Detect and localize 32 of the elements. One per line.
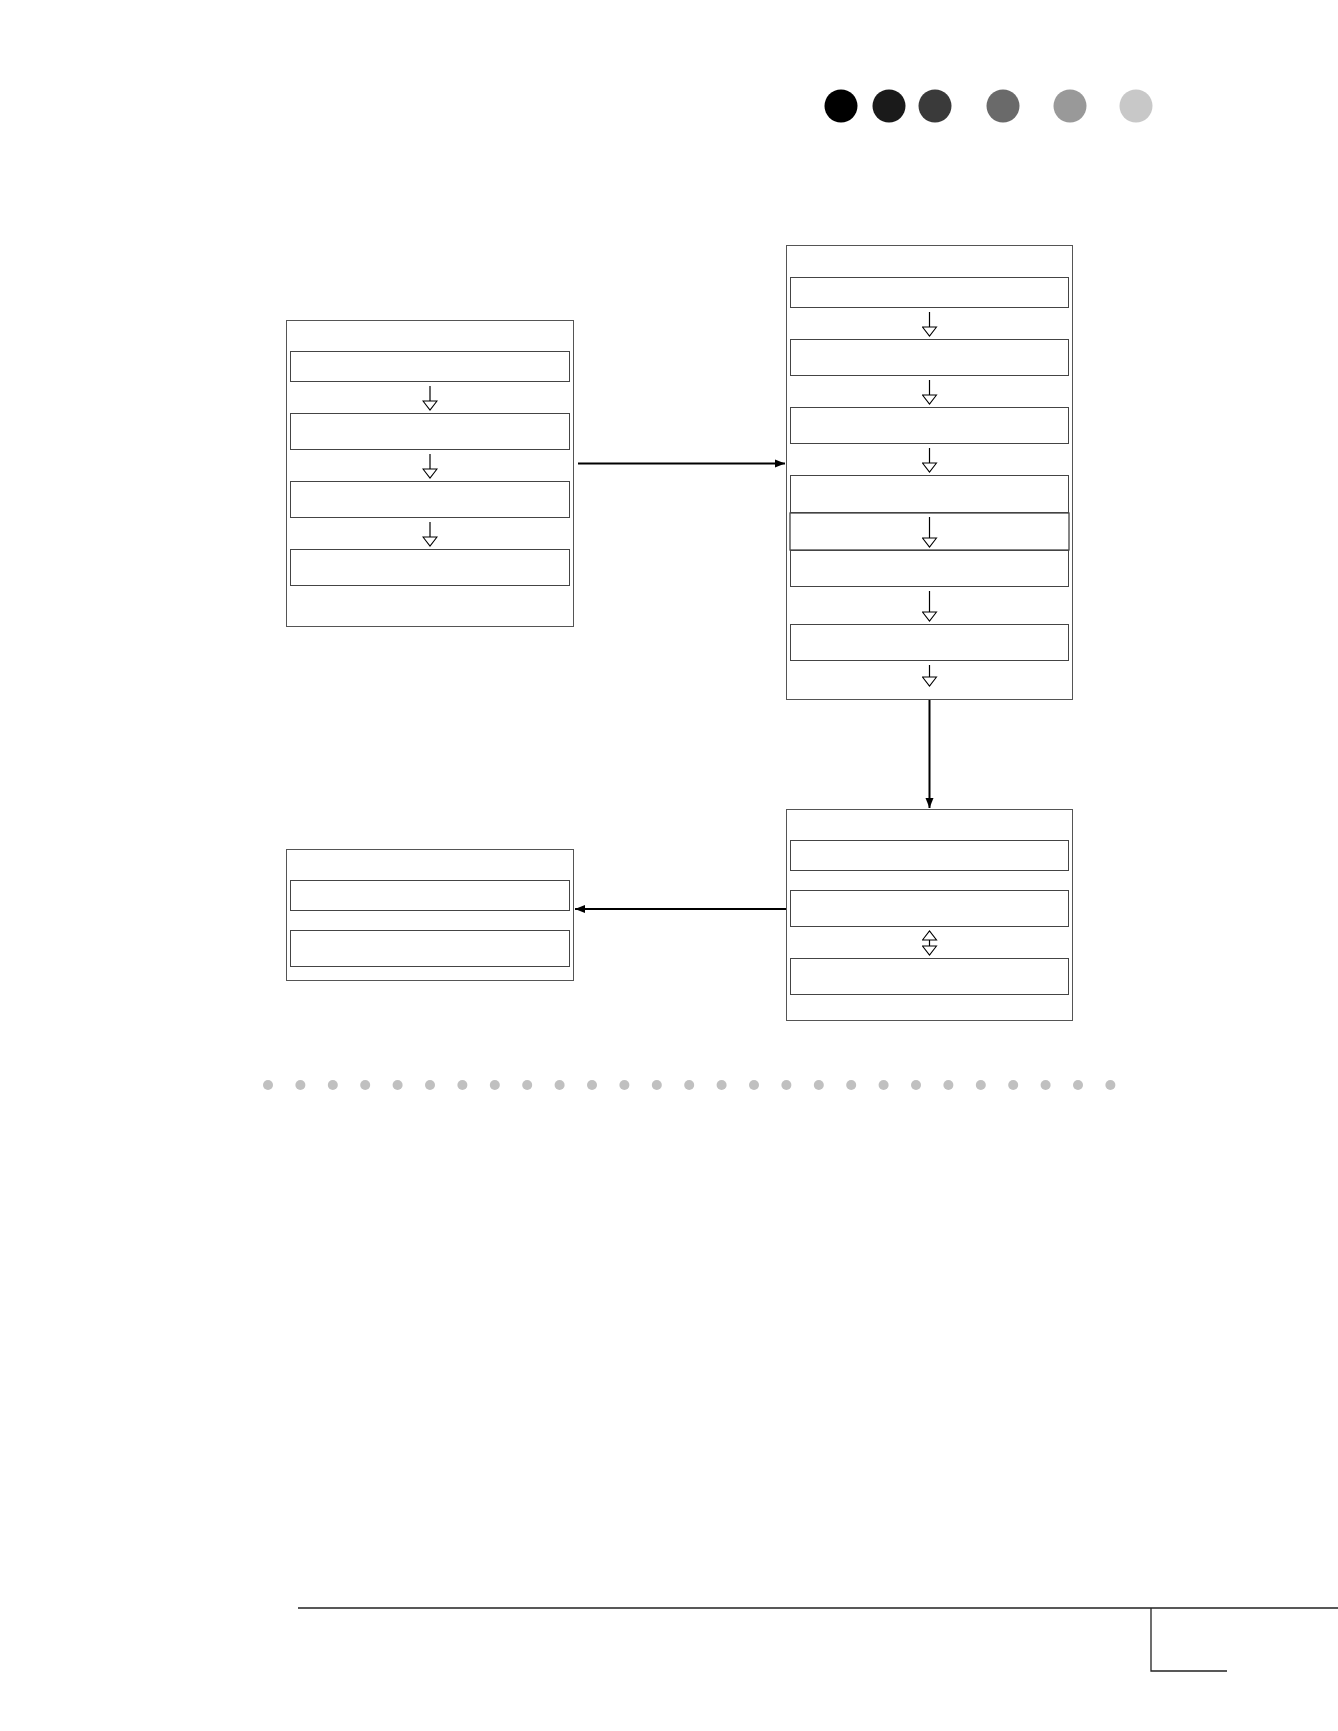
arrow [422,385,438,411]
group-box [786,809,1073,1021]
arrow [921,590,938,622]
arrow [574,905,787,913]
arrow [921,930,938,956]
step-box [789,276,1069,308]
step-box [789,549,1069,587]
arrow [921,311,938,337]
arrow [921,447,938,473]
arrow [422,453,438,479]
arrow [577,459,786,468]
step-box [289,929,570,967]
arrow [925,699,934,809]
group-box [786,245,1073,700]
step-box [289,412,570,450]
step-box [789,474,1069,513]
step-box [289,548,570,586]
step-box [789,957,1069,995]
step-box [789,406,1069,444]
step-box [289,350,570,382]
step-box [789,623,1069,661]
step-box [789,839,1069,871]
arrow [921,516,938,548]
group-box [286,320,574,627]
arrow [422,521,438,547]
step-box [789,889,1069,927]
arrow [921,664,938,687]
step-box [289,879,570,911]
group-box [286,849,574,981]
step-box [289,480,570,518]
step-box [789,338,1069,376]
arrow [921,379,938,405]
